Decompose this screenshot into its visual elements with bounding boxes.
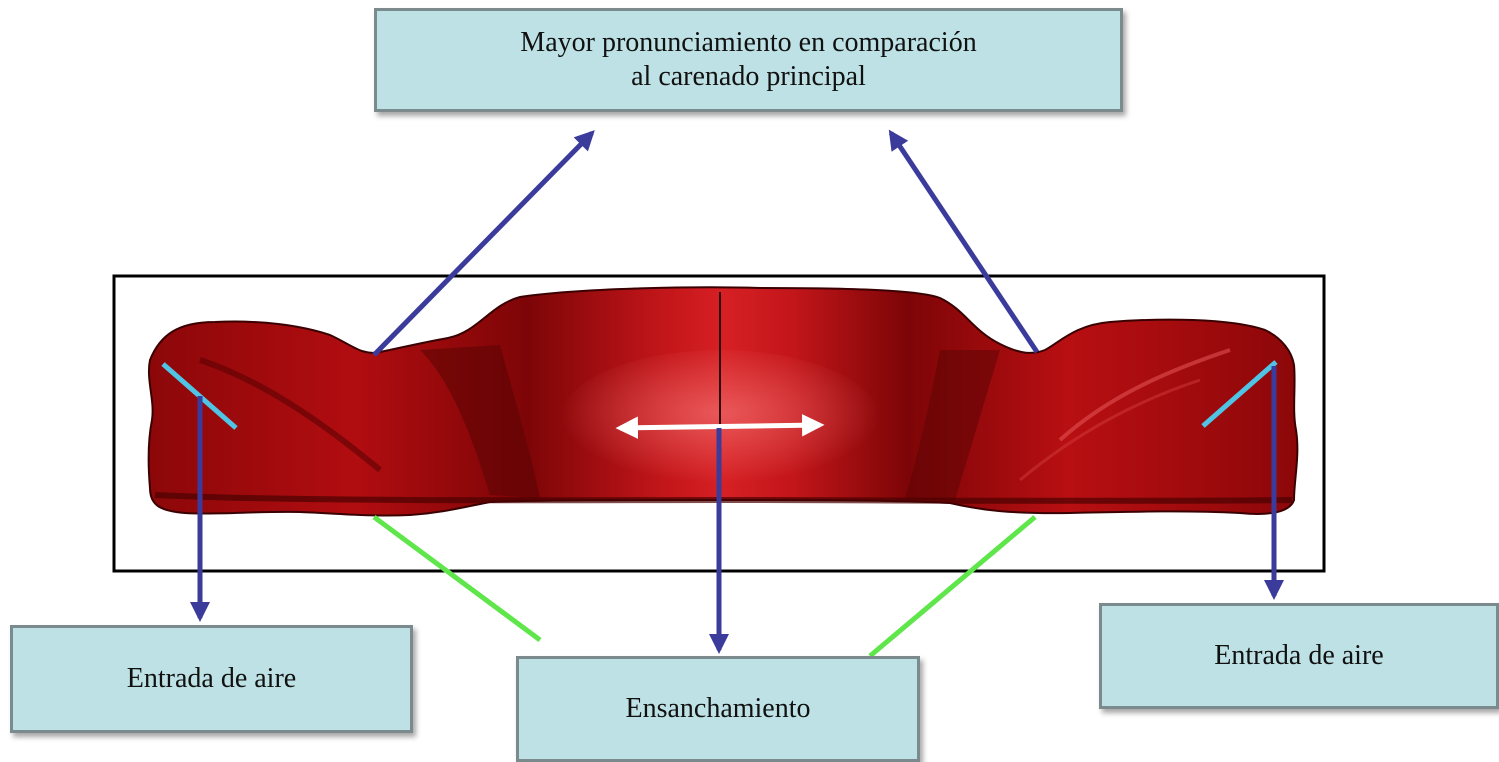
callout-pronunciation-line1: Mayor pronunciamiento en comparación: [520, 27, 977, 58]
fairing-body: [147, 286, 1299, 517]
width-double-arrow: [615, 414, 825, 439]
top-left-arrow: [372, 130, 595, 357]
callout-left-air-inlet: Entrada de aire: [10, 625, 413, 733]
callout-right-air-inlet-label: Entrada de aire: [1214, 640, 1384, 671]
callout-pronunciation: Mayor pronunciamiento en comparación al …: [374, 8, 1123, 112]
right-inlet-marker: [1201, 360, 1278, 428]
callout-widening-label: Ensanchamiento: [625, 693, 811, 724]
callout-right-air-inlet: Entrada de aire: [1099, 603, 1499, 709]
left-widening-line: [372, 514, 542, 643]
top-right-arrow: [888, 129, 1040, 354]
right-widening-line: [868, 515, 1037, 658]
callout-pronunciation-line2: al carenado principal: [631, 61, 866, 92]
callout-widening: Ensanchamiento: [516, 656, 920, 762]
callout-left-air-inlet-label: Entrada de aire: [126, 663, 297, 694]
